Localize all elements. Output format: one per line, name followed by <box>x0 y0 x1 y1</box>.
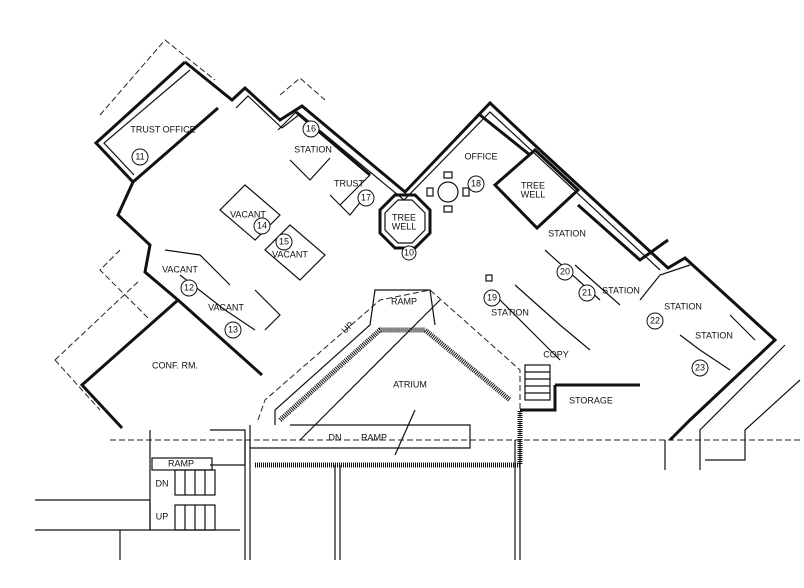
svg-text:17: 17 <box>361 192 371 202</box>
svg-text:13: 13 <box>228 324 238 334</box>
room-number-14: 14 <box>253 217 271 235</box>
room-label-atrium: ATRIUM <box>393 379 427 389</box>
room-number-16: 16 <box>302 120 320 138</box>
up-label: UP <box>340 320 356 336</box>
overhang-outline <box>54 39 800 441</box>
svg-text:14: 14 <box>257 220 267 230</box>
room-label-vacant: VACANT <box>208 302 244 312</box>
svg-text:19: 19 <box>487 292 497 302</box>
svg-text:18: 18 <box>471 178 481 188</box>
room-label-station: STATION <box>695 330 733 340</box>
room-label-vacant: VACANT <box>272 249 308 259</box>
room-number-12: 12 <box>180 279 198 297</box>
room-label-copy: COPY <box>543 349 569 359</box>
svg-text:20: 20 <box>560 266 570 276</box>
stairs <box>151 364 551 531</box>
room-number-23: 23 <box>691 359 709 377</box>
room-number-21: 21 <box>578 284 596 302</box>
room-label-station: STATION <box>294 144 332 154</box>
room-number-15: 15 <box>275 233 293 251</box>
room-label-tree-well: WELL <box>521 189 546 199</box>
room-number-20: 20 <box>556 263 574 281</box>
room-label-trust: TRUST <box>334 178 364 188</box>
svg-text:23: 23 <box>695 362 705 372</box>
svg-text:10: 10 <box>404 247 414 257</box>
room-label-storage: STORAGE <box>569 395 613 405</box>
room-label-conf-rm: CONF. RM. <box>152 360 198 370</box>
lower-level-walls <box>35 429 666 560</box>
room-label-tree-well: TREE <box>521 180 545 190</box>
room-label-station: STATION <box>491 307 529 317</box>
room-label-vacant: VACANT <box>230 209 266 219</box>
room-number-22: 22 <box>646 312 664 330</box>
ramp-label: RAMP <box>361 432 387 442</box>
up-label: UP <box>156 511 169 521</box>
ramp-label: RAMP <box>391 296 417 306</box>
room-label-tree-well: TREE <box>392 212 416 222</box>
room-number-10: 10 <box>401 245 417 261</box>
ramp-label: RAMP <box>168 458 194 468</box>
room-number-19: 19 <box>483 289 501 307</box>
room-number-17: 17 <box>357 189 375 207</box>
room-number-13: 13 <box>224 321 242 339</box>
svg-text:11: 11 <box>135 151 144 161</box>
room-label-station: STATION <box>602 285 640 295</box>
room-label-station: STATION <box>664 301 702 311</box>
room-label-station: STATION <box>548 228 586 238</box>
dn-label: DN <box>156 478 169 488</box>
dn-label: DN <box>329 432 342 442</box>
room-number-18: 18 <box>467 175 485 193</box>
room-number-11: 11 <box>131 148 149 166</box>
svg-text:21: 21 <box>582 287 592 297</box>
svg-text:15: 15 <box>279 236 289 246</box>
svg-text:22: 22 <box>650 315 660 325</box>
svg-text:12: 12 <box>184 282 194 292</box>
room-label-vacant: VACANT <box>162 264 198 274</box>
room-label-trust-office: TRUST OFFICE <box>130 124 195 134</box>
room-label-office: OFFICE <box>465 151 498 161</box>
room-label-tree-well: WELL <box>392 221 417 231</box>
svg-text:16: 16 <box>306 123 316 133</box>
